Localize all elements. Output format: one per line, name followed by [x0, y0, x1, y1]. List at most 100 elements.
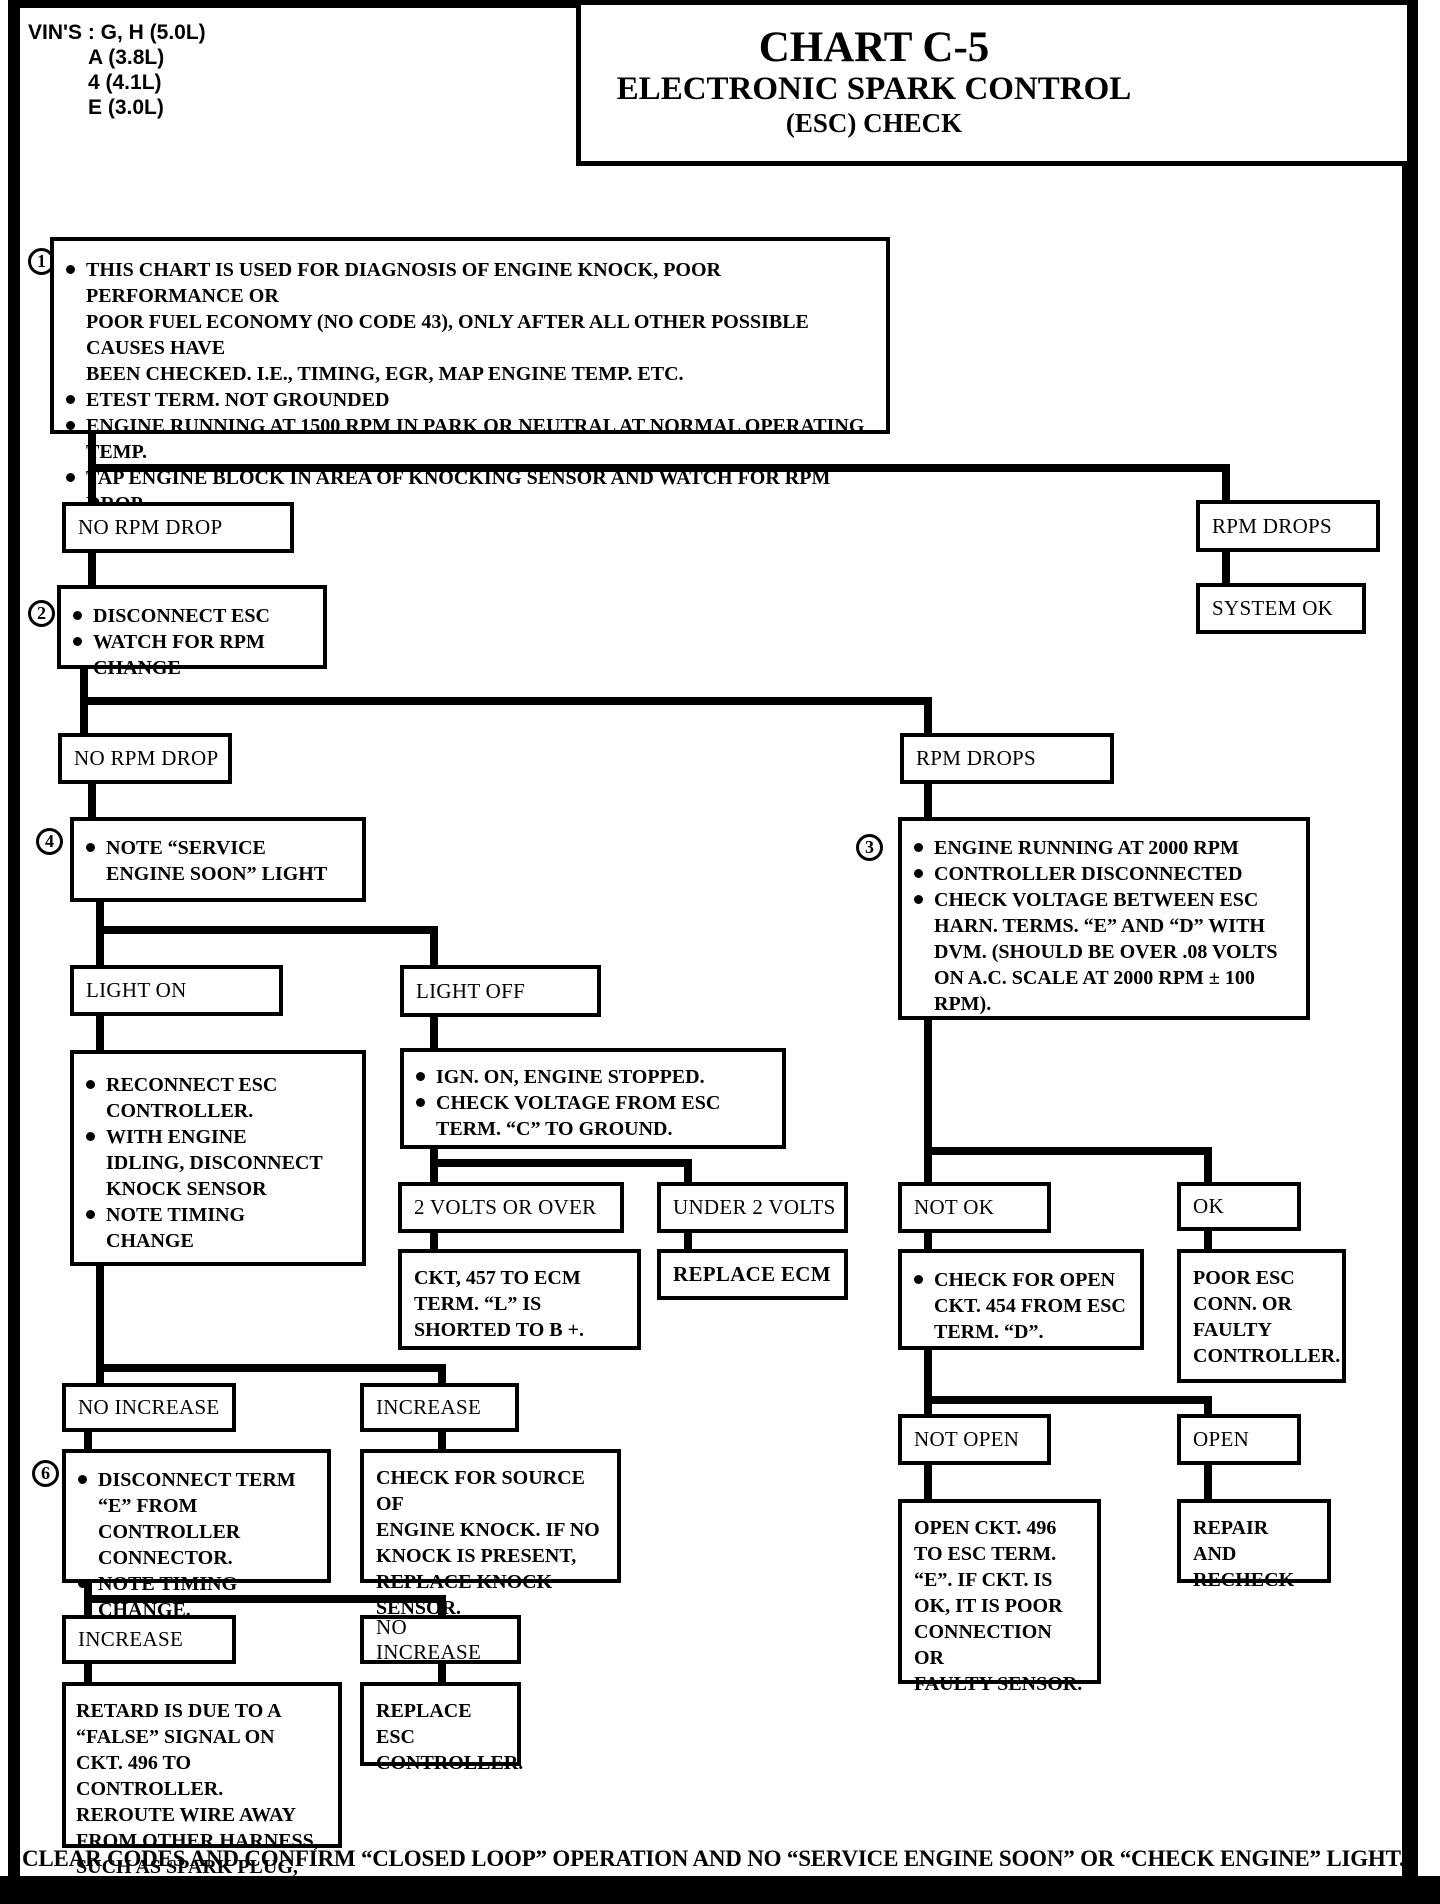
node-open-ckt-496: OPEN CKT. 496 TO ESC TERM. “E”. IF CKT. …: [898, 1499, 1101, 1695]
connector: [438, 1664, 446, 1682]
bullet-text: NOTE TIMING CHANGE.: [98, 1573, 238, 1621]
node-ckt-457: CKT, 457 TO ECM TERM. “L” IS SHORTED TO …: [398, 1249, 641, 1350]
connector: [96, 926, 438, 934]
page-border-bottom: [0, 1876, 1440, 1904]
bullet-text: DISCONNECT TERM “E” FROM CONTROLLER CONN…: [98, 1469, 296, 1569]
vin-line: A (3.8L): [88, 46, 165, 69]
node-retard-false-signal: RETARD IS DUE TO A “FALSE” SIGNAL ON CKT…: [62, 1682, 342, 1904]
vin-line: VIN'S : G, H (5.0L): [28, 21, 206, 44]
node-light-off: LIGHT OFF: [400, 965, 601, 1017]
connector: [1204, 1465, 1212, 1499]
bullet-text: RECONNECT ESC CONTROLLER.: [106, 1074, 278, 1122]
connector: [1204, 1231, 1212, 1249]
bullet-icon: [914, 869, 923, 878]
connector: [924, 784, 932, 817]
bullet-text: CONTROLLER DISCONNECTED: [934, 863, 1243, 885]
bullet-icon: [86, 843, 95, 852]
node-open: OPEN: [1177, 1414, 1301, 1465]
connector: [430, 926, 438, 965]
connector: [88, 464, 1230, 472]
node-poor-esc-conn: POOR ESC CONN. OR FAULTY CONTROLLER.: [1177, 1249, 1346, 1383]
node-not-ok: NOT OK: [898, 1182, 1051, 1233]
node-ok: OK: [1177, 1182, 1301, 1231]
bullet-text: NOTE TIMING CHANGE: [106, 1204, 246, 1252]
bullet-icon: [78, 1475, 87, 1484]
step-number-badge: 3: [856, 834, 883, 861]
bullet-icon: [66, 421, 75, 430]
node-step2: DISCONNECT ESC WATCH FOR RPM CHANGE: [57, 585, 327, 679]
bullet-text: ENGINE RUNNING AT 1500 RPM IN PARK OR NE…: [86, 415, 865, 463]
node-replace-ecm: REPLACE ECM: [657, 1249, 848, 1300]
bullet-text: ENGINE RUNNING AT 2000 RPM: [934, 837, 1239, 859]
node-step6: DISCONNECT TERM “E” FROM CONTROLLER CONN…: [62, 1449, 331, 1621]
bullet-text: CHECK VOLTAGE BETWEEN ESC HARN. TERMS. “…: [934, 889, 1278, 1015]
node-no-rpm-drop-2: NO RPM DROP: [58, 733, 232, 784]
chart-subtitle: (ESC) CHECK: [785, 108, 963, 138]
page-border-left: [8, 0, 20, 1876]
page-border-right: [1402, 0, 1418, 1876]
node-2-volts-or-over: 2 VOLTS OR OVER: [398, 1182, 624, 1233]
bullet-icon: [86, 1132, 95, 1141]
connector: [430, 1159, 692, 1167]
bullet-icon: [914, 1275, 923, 1284]
bullet-icon: [73, 611, 82, 620]
node-increase-1: INCREASE: [360, 1383, 519, 1432]
connector: [438, 1364, 446, 1383]
page-border-top: [8, 0, 580, 8]
chart-title: ELECTRONIC SPARK CONTROL: [616, 71, 1132, 107]
bullet-icon: [86, 1210, 95, 1219]
node-not-open: NOT OPEN: [898, 1414, 1051, 1465]
footer-instruction: CLEAR CODES AND CONFIRM “CLOSED LOOP” OP…: [22, 1846, 1405, 1871]
connector: [96, 1016, 104, 1050]
connector: [924, 697, 932, 733]
node-step1: THIS CHART IS USED FOR DIAGNOSIS OF ENGI…: [50, 237, 890, 515]
connector: [96, 1364, 446, 1372]
connector: [84, 1432, 92, 1449]
node-step4: NOTE “SERVICE ENGINE SOON” LIGHT: [70, 817, 366, 902]
node-under-2-volts: UNDER 2 VOLTS: [657, 1182, 848, 1233]
connector: [430, 1233, 438, 1249]
node-no-increase-2: NO INCREASE: [360, 1615, 521, 1664]
node-reconnect-esc: RECONNECT ESC CONTROLLER. WITH ENGINE ID…: [70, 1050, 366, 1266]
connector: [684, 1233, 692, 1249]
node-check-knock-source: CHECK FOR SOURCE OF ENGINE KNOCK. IF NO …: [360, 1449, 621, 1619]
connector: [924, 1233, 932, 1249]
node-check-open-ckt-454: CHECK FOR OPEN CKT. 454 FROM ESC TERM. “…: [898, 1249, 1144, 1350]
bullet-icon: [416, 1072, 425, 1081]
bullet-text: ETEST TERM. NOT GROUNDED: [86, 389, 390, 411]
connector: [438, 1432, 446, 1449]
chart-title-box: CHART C-5 ELECTRONIC SPARK CONTROL (ESC)…: [576, 0, 1412, 166]
node-replace-esc-controller: REPLACE ESC CONTROLLER.: [360, 1682, 523, 1774]
connector: [438, 1595, 446, 1615]
node-no-increase-1: NO INCREASE: [62, 1383, 236, 1432]
bullet-text: CHECK FOR OPEN CKT. 454 FROM ESC TERM. “…: [934, 1269, 1126, 1343]
connector: [80, 697, 932, 705]
connector: [684, 1159, 692, 1182]
bullet-icon: [66, 265, 75, 274]
node-increase-2: INCREASE: [62, 1615, 236, 1664]
bullet-icon: [416, 1098, 425, 1107]
node-rpm-drops-2: RPM DROPS: [900, 733, 1114, 784]
connector: [1204, 1147, 1212, 1182]
node-repair-and-recheck: REPAIR AND RECHECK: [1177, 1499, 1331, 1591]
bullet-icon: [914, 895, 923, 904]
bullet-text: WATCH FOR RPM CHANGE: [93, 631, 265, 679]
connector: [96, 1266, 104, 1383]
vin-line: E (3.0L): [88, 96, 164, 119]
connector: [84, 1664, 92, 1682]
bullet-icon: [78, 1579, 87, 1588]
node-no-rpm-drop-1: NO RPM DROP: [62, 502, 294, 553]
bullet-icon: [73, 637, 82, 646]
connector: [84, 1595, 446, 1603]
step-number-badge: 4: [36, 828, 63, 855]
connector: [924, 1350, 932, 1414]
connector: [88, 784, 96, 817]
connector: [924, 1396, 1212, 1404]
node-ign-on-check-voltage: IGN. ON, ENGINE STOPPED. CHECK VOLTAGE F…: [400, 1048, 786, 1149]
bullet-text: DISCONNECT ESC: [93, 605, 270, 627]
bullet-text: NOTE “SERVICE ENGINE SOON” LIGHT: [106, 837, 328, 885]
bullet-text: IGN. ON, ENGINE STOPPED.: [436, 1066, 705, 1088]
bullet-text: WITH ENGINE IDLING, DISCONNECT KNOCK SEN…: [106, 1126, 323, 1200]
bullet-text: CHECK VOLTAGE FROM ESC TERM. “C” TO GROU…: [436, 1092, 721, 1140]
